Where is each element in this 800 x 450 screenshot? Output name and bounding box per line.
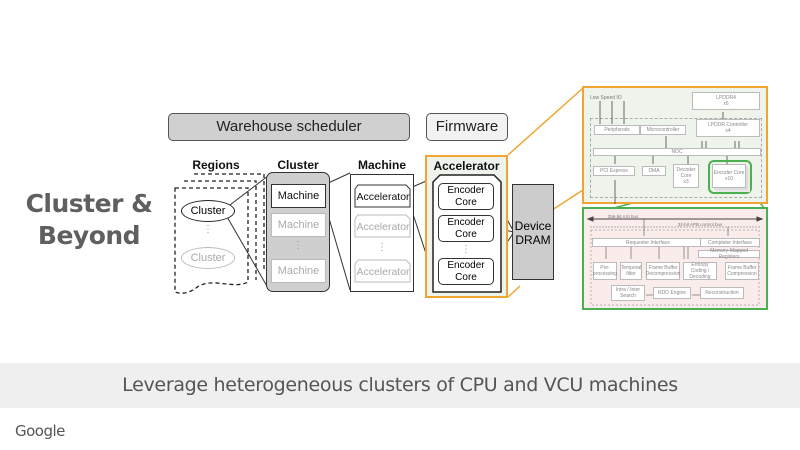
memory-mapped-registers-box: Memory-Mapped Registers [698,248,760,260]
cluster-ellipsis: ⋮ [293,240,303,251]
noc-bar: NOC [593,148,761,156]
fb-compression-box: Frame Buffer Compression [725,262,759,280]
temporal-filter-box: Temporal filter [620,262,642,280]
low-speed-io-label: Low Speed IO [590,95,622,101]
slide-title-line1: Cluster & [25,189,153,218]
decoder-core-count: x3 [683,179,689,185]
intra-inter-search-box: Intra / Inter Search [611,285,645,301]
encoder-core-label: Encoder Core [447,260,485,283]
encoder-core-count: x10 [724,176,734,182]
dram-label-line1: Device [514,219,552,233]
encoder-core-1: Encoder Core [438,183,494,210]
fb-decompression-box: Frame Buffer Decompression [646,262,680,280]
region-cluster-faded: Cluster [181,247,235,269]
lpddr4-box: LPDDR4 x6 [692,92,760,110]
regions-dashed-stack [174,173,265,294]
pci-express-box: PCI Express [593,166,635,176]
machine-ellipsis: ⋮ [377,242,387,253]
encoder-core-label: Encoder Core [713,170,745,176]
cluster-machine-faded: Machine [271,259,326,283]
regions-ellipsis: ⋮ [203,224,213,235]
encoder-core-label: Encoder Core [447,185,485,208]
caption-bar [0,363,800,408]
accelerator-ellipsis: ⋮ [461,244,471,255]
encoder-core-3: Encoder Core [438,258,494,285]
machine-accelerator-active: Accelerator [356,191,410,203]
requester-interface-box: Requester Interface [592,238,704,247]
firmware-box: Firmware [426,113,508,141]
decoder-core-label: Decoder Core [676,167,696,179]
encoder-core-2: Encoder Core [438,215,494,242]
cluster-machine-faded: Machine [271,213,326,237]
slide-title-line2: Beyond [37,221,141,250]
lpddr-controller-box: LPDDR Controller x4 [696,119,760,137]
slide-title: Cluster & Beyond [14,188,164,252]
machine-accelerator-faded: Accelerator [356,221,410,233]
regions-header: Regions [192,158,240,172]
apb-bus-label: 32-bit APB control bus [677,222,723,227]
reconstruction-box: Reconstruction [700,287,744,299]
orange-zoom-line [507,285,521,298]
preprocessing-box: Pre-processing [593,262,617,280]
entropy-coding-box: Entropy Coding / Decoding [683,262,717,280]
machine-header: Machine [357,158,406,172]
lpddr4-label: LPDDR4 [716,95,736,101]
microcontroller-box: Microcontroller [640,125,686,135]
accelerator-header: Accelerator [433,159,500,173]
region-cluster-active: Cluster [181,200,235,222]
cluster-machine-active: Machine [271,184,326,208]
soc-dashed-boundary [590,118,762,198]
peripherals-box: Peripherals [594,125,640,135]
machine-accelerator-faded: Accelerator [356,266,410,278]
encoder-buses [586,216,764,306]
lpddr-controller-label: LPDDR Controller [707,122,748,128]
orange-zoom-line [507,87,584,156]
dram-label-line2: DRAM [515,233,551,247]
completer-interface-box: Completer Interface [700,238,760,247]
axi-bus-label: 256-bit AXI bus [607,214,639,219]
decoder-core-box: Decoder Core x3 [673,164,699,188]
google-logo: Google [15,422,65,440]
lpddr-controller-count: x4 [725,128,731,134]
encoder-core-label: Encoder Core [447,217,485,240]
dma-box: DMA [642,166,666,176]
cluster-header: Cluster [277,158,319,172]
encoder-core-highlight [708,160,752,194]
slide-caption: Leverage heterogeneous clusters of CPU a… [122,374,678,396]
encoder-core-box: Encoder Core x10 [712,164,746,188]
rdo-engine-box: RDO Engine [653,287,691,299]
accelerator-shapes [354,184,411,283]
warehouse-scheduler-box: Warehouse scheduler [168,113,410,141]
device-dram: Device DRAM [512,184,554,280]
lpddr4-count: x6 [723,101,729,107]
